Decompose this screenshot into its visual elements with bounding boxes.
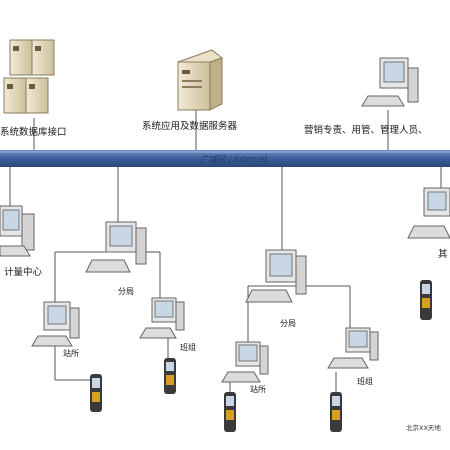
- branch2-pc-icon: [245, 249, 307, 303]
- station1-label: 站所: [63, 349, 79, 358]
- right-node-label: 其: [438, 249, 448, 260]
- station2-pc-icon: [221, 341, 269, 383]
- application-server-icon: [176, 49, 224, 111]
- branch1-pc-icon: [85, 221, 147, 273]
- team1-label: 班组: [180, 343, 196, 352]
- handheld-terminal-icon: [224, 392, 236, 432]
- handheld-terminal-icon: [164, 358, 176, 394]
- right-pc-icon: [407, 187, 450, 239]
- handheld-terminal-icon: [420, 280, 432, 320]
- management-pc-icon: [361, 57, 419, 107]
- database-server-stack-icon: [3, 39, 55, 114]
- team2-label: 班组: [357, 377, 373, 386]
- branch2-label: 分局: [280, 319, 296, 328]
- handheld-terminal-icon: [90, 374, 102, 412]
- metering-center-pc-icon: [0, 205, 35, 257]
- app-server-label: 系统应用及数据服务器: [142, 121, 238, 132]
- branch1-label: 分局: [118, 287, 134, 296]
- corner-watermark-label: 北京XX天地: [406, 424, 441, 432]
- team1-pc-icon: [139, 297, 185, 339]
- database-interface-label: 系统数据库接口: [0, 127, 67, 138]
- bus-label: 广域网 / Internet: [200, 155, 268, 165]
- network-bus: [0, 150, 450, 167]
- metering-center-label: 计量中心: [4, 267, 43, 278]
- team2-pc-icon: [327, 327, 379, 369]
- handheld-terminal-icon: [330, 392, 342, 432]
- management-staff-label: 营销专责、用管、管理人员、: [304, 125, 428, 136]
- station1-pc-icon: [31, 301, 80, 347]
- station2-label: 站所: [250, 385, 266, 394]
